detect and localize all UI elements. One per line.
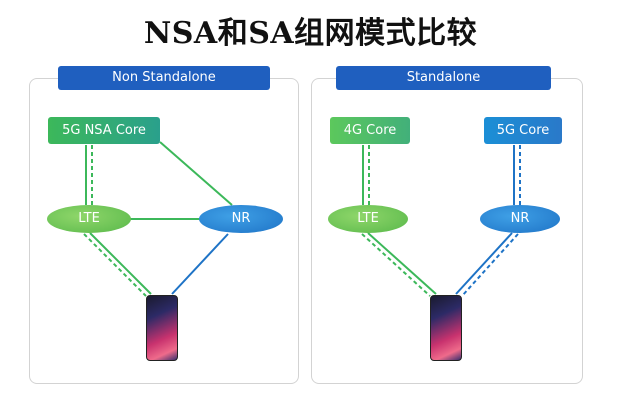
link-sa-nr-phone-solid bbox=[455, 232, 513, 295]
non-standalone-header: Non Standalone bbox=[58, 66, 270, 90]
link-nsa-core-nr bbox=[159, 141, 233, 206]
link-nr-phone bbox=[171, 233, 229, 295]
link-sa-lte-phone-solid bbox=[367, 232, 437, 295]
link-sa-lte-phone-dashed bbox=[361, 233, 431, 297]
standalone-header: Standalone bbox=[336, 66, 551, 90]
link-lte-phone-solid bbox=[89, 232, 152, 295]
nr-node-right: NR bbox=[480, 205, 560, 233]
lte-node-right: LTE bbox=[328, 205, 408, 233]
nr-node-left: NR bbox=[199, 205, 283, 233]
link-sa-nr-phone-dashed bbox=[461, 233, 519, 297]
phone-icon bbox=[430, 295, 462, 361]
link-lte-phone-dashed bbox=[83, 233, 147, 297]
phone-icon bbox=[146, 295, 178, 361]
5g-core-box: 5G Core bbox=[484, 117, 562, 144]
nsa-core-box: 5G NSA Core bbox=[48, 117, 160, 144]
page-title: NSA和SA组网模式比较 bbox=[143, 16, 478, 51]
4g-core-box: 4G Core bbox=[330, 117, 410, 144]
lte-node-left: LTE bbox=[47, 205, 131, 233]
